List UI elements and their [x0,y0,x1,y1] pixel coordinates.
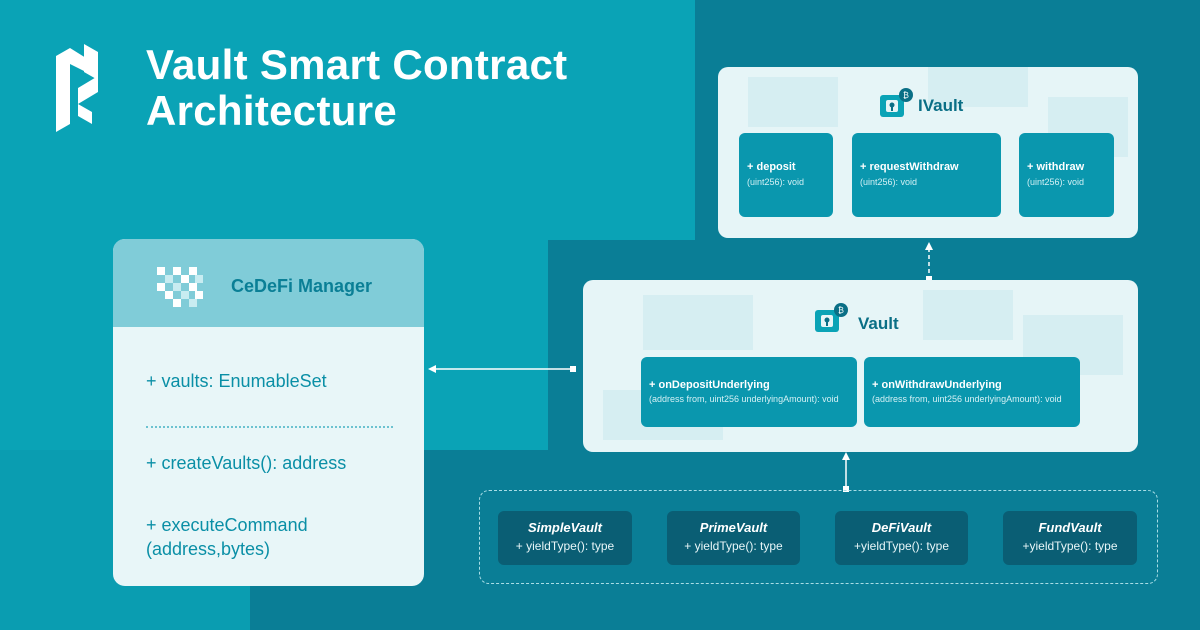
ivault-connector-end [926,276,932,281]
subvault-simple: SimpleVault + yieldType(): type [498,511,632,565]
method-signature: (uint256): void [860,177,918,187]
method-name: + withdraw [1027,161,1085,173]
subvault-defi: DeFiVault +yieldType(): type [835,511,968,565]
ivault-card: ₿ IVault + deposit (uint256): void + req… [718,67,1138,238]
manager-field-vaults: + vaults: EnumableSet [146,371,327,391]
manager-divider [146,426,393,428]
vault-connector-end [570,366,576,372]
manager-method-execute-command: + executeCommand (address,bytes) [146,515,308,559]
method-signature: (uint256): void [747,177,805,187]
card-pattern [928,67,1028,107]
svg-text:₿: ₿ [903,91,909,100]
method-name: + onDepositUnderlying [649,379,770,391]
vault-card: ₿ Vault + onDepositUnderlying (address f… [583,280,1138,452]
manager-card-header: CeDeFi Manager [113,239,424,327]
method-signature: (address from, uint256 underlyingAmount)… [872,394,1062,404]
subvault-prime: PrimeVault + yieldType(): type [667,511,800,565]
vault-method-on-withdraw-underlying: + onWithdrawUnderlying (address from, ui… [864,357,1080,427]
ivault-method-withdraw: + withdraw (uint256): void [1019,133,1114,217]
vault-method-on-deposit-underlying: + onDepositUnderlying (address from, uin… [641,357,857,427]
manager-method-create-vaults: + createVaults(): address [146,453,347,473]
ivault-method-request-withdraw: + requestWithdraw (uint256): void [852,133,1001,217]
method-name: + requestWithdraw [860,161,959,173]
subvault-fund: FundVault +yieldType(): type [1003,511,1137,565]
method-signature: (uint256): void [1027,177,1085,187]
vault-title: Vault [858,314,899,333]
ivault-method-deposit: + deposit (uint256): void [739,133,833,217]
method-name: + onWithdrawUnderlying [872,379,1002,391]
subvault-name: SimpleVault [528,520,602,535]
page-title-line2: Architecture [146,87,398,134]
subvault-method: + yieldType(): type [515,539,615,553]
subvault-name: PrimeVault [699,520,768,535]
page-title-line1: Vault Smart Contract [146,41,568,88]
group-connector-end [843,486,849,492]
method-name: + deposit [747,161,796,173]
subvault-name: DeFiVault [871,520,932,535]
subvault-method: +yieldType(): type [853,539,950,553]
manager-arrowhead [428,365,436,373]
page-title: Vault Smart Contract Architecture [146,42,567,134]
ivault-title: IVault [918,96,964,115]
cedefi-manager-card: CeDeFi Manager + vaults: EnumableSet + c… [113,239,424,586]
checker-grid-icon [157,267,203,307]
ivault-arrowhead [925,242,933,250]
vault-arrowhead [842,452,850,460]
card-pattern [923,290,1013,340]
subvault-group [479,490,1158,584]
svg-text:₿: ₿ [838,306,844,315]
card-pattern [643,295,753,350]
card-pattern [748,77,838,127]
subvault-method: + yieldType(): type [684,539,783,553]
brand-logo-icon [56,44,98,132]
lock-icon: ₿ [815,303,848,332]
manager-card-title: CeDeFi Manager [231,276,373,296]
lock-icon: ₿ [880,88,913,117]
method-signature: (address from, uint256 underlyingAmount)… [649,394,839,404]
subvault-method: +yieldType(): type [1022,539,1118,553]
subvault-name: FundVault [1038,520,1102,535]
